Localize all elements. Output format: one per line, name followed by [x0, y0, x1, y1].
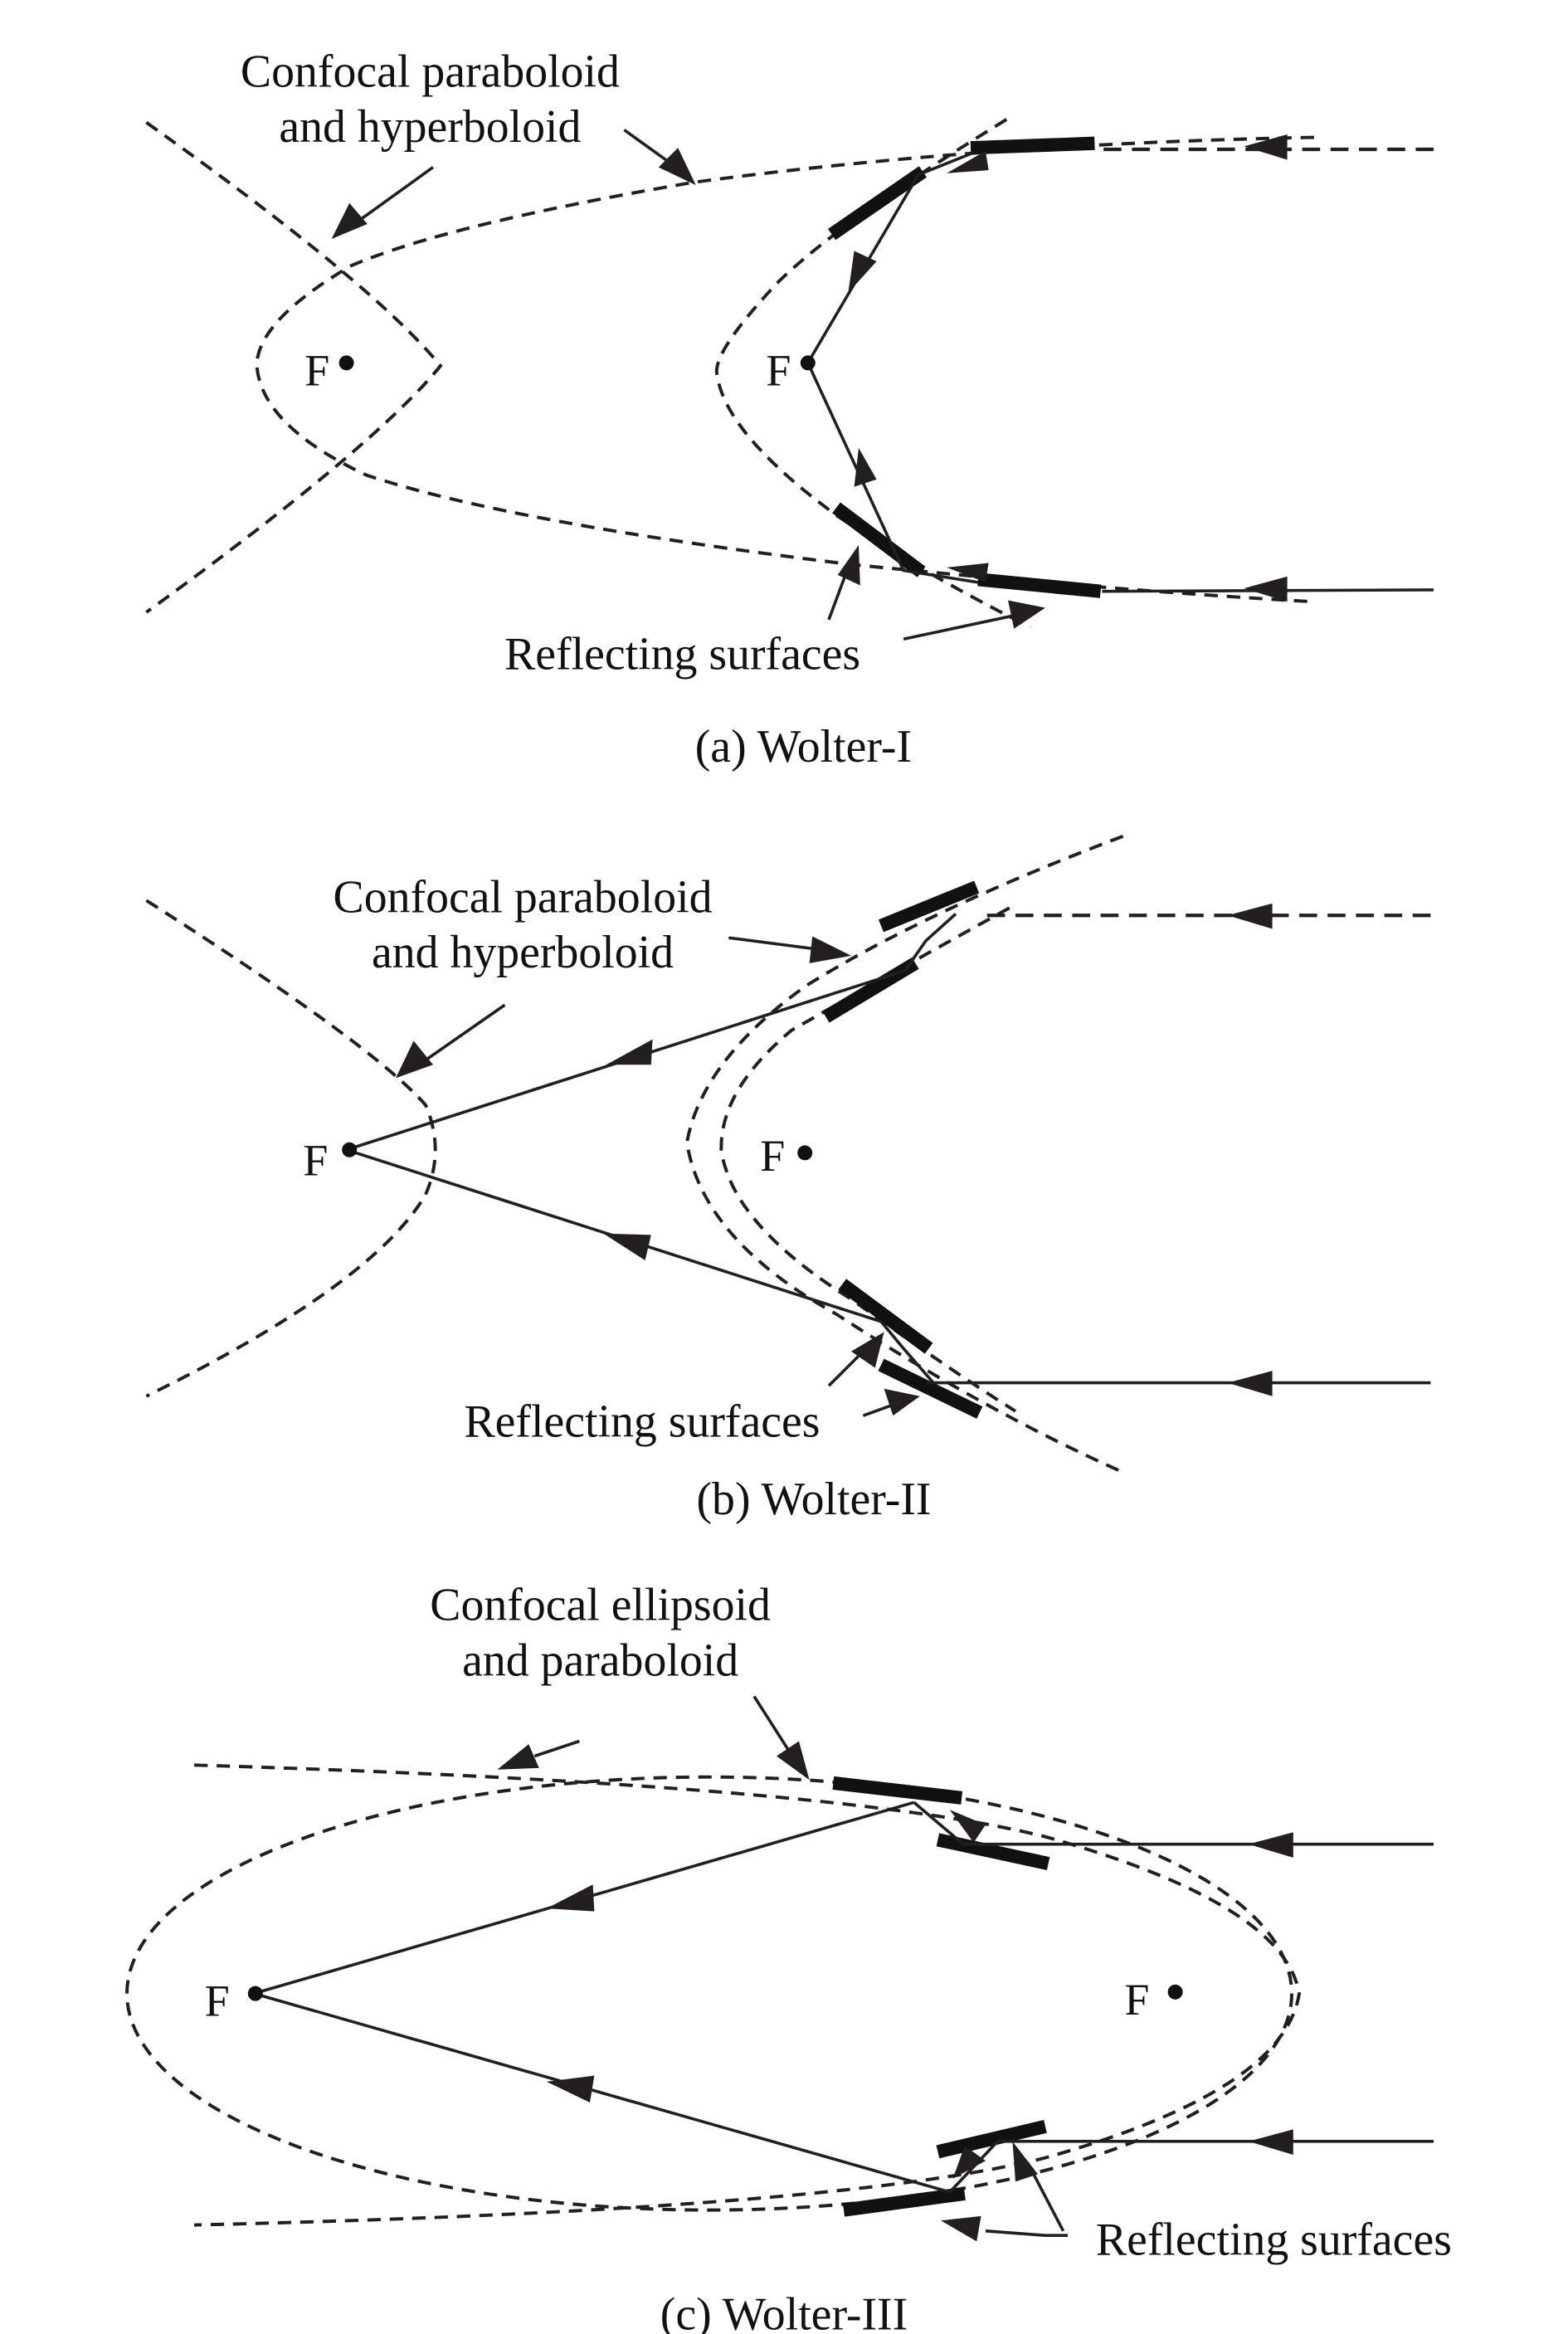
reflecting-surface [828, 166, 927, 241]
hyperbola-curve [145, 120, 443, 614]
arrowhead-icon [1248, 1832, 1293, 1858]
focus-label: F [303, 1135, 328, 1185]
panel-c-wolter-iii: F F Confocal ellipsoid and paraboloid Re… [125, 1580, 1452, 2334]
panel-caption: (b) Wolter-II [696, 1474, 931, 1525]
focus-point [1167, 1984, 1183, 2000]
arrowhead-icon [396, 1040, 433, 1079]
annotation-confocal: Confocal paraboloid [241, 46, 620, 97]
leader-line [903, 613, 1016, 641]
arrowhead-icon [947, 150, 989, 173]
paraboloid-curve [193, 1763, 1302, 2227]
leader-line [357, 166, 435, 222]
panel-a-wolter-i: F F Confocal paraboloid and hyperboloid … [145, 46, 1434, 772]
annotation-confocal: Confocal paraboloid [333, 872, 712, 923]
paraboloid-curve [255, 135, 1315, 604]
leader-line [827, 1350, 864, 1387]
arrowhead-icon [851, 1332, 884, 1368]
arrowhead-icon [1227, 903, 1273, 929]
focus-point [338, 355, 354, 371]
ellipsoid-curve [125, 1775, 1293, 2212]
arrowhead-icon [1248, 2129, 1293, 2156]
panel-caption: (a) Wolter-I [695, 721, 912, 772]
leader-line [533, 1739, 580, 1758]
arrowhead-icon [952, 2146, 986, 2179]
arrowhead-icon [546, 1884, 595, 1912]
paraboloid-curve [714, 118, 1031, 629]
reflecting-surface [977, 573, 1102, 598]
focus-label: F [205, 1976, 230, 2026]
arrowhead-icon [1012, 2141, 1038, 2182]
reflecting-surface [936, 2119, 1047, 2159]
arrowhead-icon [1244, 134, 1288, 160]
arrowhead-icon [947, 563, 989, 582]
arrowhead-icon [606, 1039, 653, 1065]
arrowhead-icon [949, 1810, 986, 1843]
arrowhead-icon [1244, 576, 1288, 602]
annotation-reflecting: Reflecting surfaces [504, 628, 860, 680]
arrowhead-icon [1008, 600, 1045, 629]
leader-line [985, 2229, 1068, 2238]
annotation-confocal: Confocal ellipsoid [430, 1580, 771, 1631]
reflected-ray [253, 1991, 951, 2194]
reflecting-surface [838, 1279, 933, 1354]
arrowhead-icon [1227, 1371, 1273, 1396]
leader-line [728, 936, 822, 952]
panel-caption: (c) Wolter-III [660, 2289, 908, 2334]
hyperbola-curve [145, 899, 437, 1398]
focus-point [247, 1986, 263, 2001]
reflected-ray [806, 152, 979, 584]
arrowhead-icon [497, 1744, 539, 1770]
annotation-confocal: and hyperboloid [372, 927, 674, 978]
arrowhead-icon [546, 2075, 595, 2103]
reflecting-surface [878, 1358, 983, 1419]
arrowhead-icon [809, 936, 851, 963]
leader-line [752, 1695, 790, 1752]
reflecting-surface [832, 502, 926, 577]
reflecting-surface [842, 2186, 966, 2217]
arrowhead-icon [658, 148, 696, 186]
focus-point [797, 1145, 813, 1161]
annotation-confocal: and hyperboloid [279, 101, 581, 153]
focus-point [800, 355, 816, 371]
paraboloid-curve [684, 835, 1124, 1473]
focus-label: F [766, 345, 791, 395]
leader-line [420, 1003, 506, 1065]
panel-b-wolter-ii: F F Confocal paraboloid and hyperboloid … [145, 835, 1431, 1525]
arrowhead-icon [603, 1233, 651, 1260]
arrowhead-icon [884, 1388, 920, 1416]
annotation-confocal: and paraboloid [462, 1635, 738, 1686]
reflecting-surface [832, 1776, 963, 1805]
reflected-ray [879, 1320, 935, 1384]
reflected-ray [341, 913, 957, 1323]
focus-label: F [1124, 1975, 1149, 2025]
hyperbola-curve [719, 906, 1017, 1413]
arrowhead-icon [837, 544, 860, 586]
reflecting-surface [878, 880, 980, 933]
arrowhead-icon [848, 251, 877, 293]
reflecting-surface [936, 1833, 1050, 1870]
arrowhead-icon [777, 1741, 810, 1781]
focus-label: F [304, 345, 329, 395]
arrowhead-icon [331, 202, 368, 239]
annotation-reflecting: Reflecting surfaces [1096, 2215, 1452, 2266]
focus-label: F [760, 1131, 785, 1181]
arrowhead-icon [854, 447, 877, 487]
leader-line [623, 129, 674, 166]
arrowhead-icon [941, 2215, 981, 2242]
reflected-ray [913, 1800, 965, 1846]
reflecting-surface [970, 136, 1095, 155]
focus-point [342, 1142, 358, 1157]
annotation-reflecting: Reflecting surfaces [464, 1396, 820, 1447]
